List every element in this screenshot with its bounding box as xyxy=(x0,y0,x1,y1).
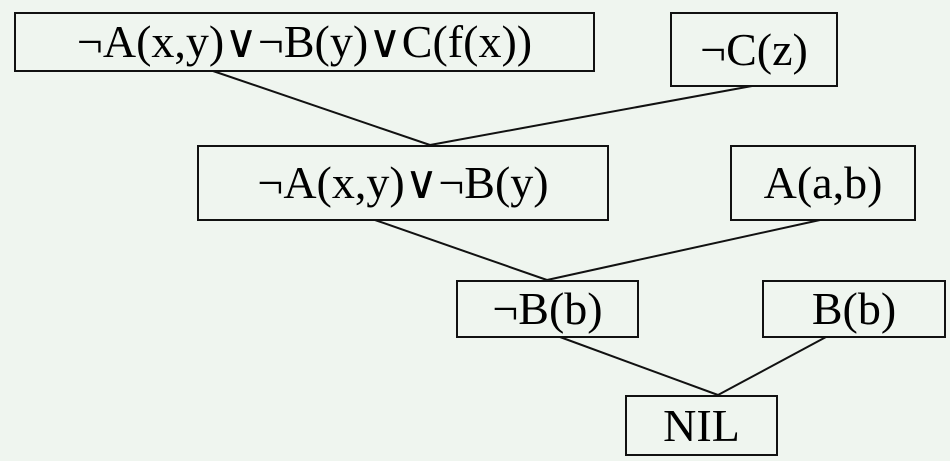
resolvent-node: ¬A(x,y)∨¬B(y) xyxy=(197,145,609,221)
nil-node: NIL xyxy=(625,395,778,456)
edge-c3-r2 xyxy=(546,219,821,281)
edge-c4-nil xyxy=(717,336,827,396)
clause-node: A(a,b) xyxy=(730,145,916,221)
clause-node: B(b) xyxy=(762,280,946,338)
clause-node: ¬A(x,y)∨¬B(y)∨C(f(x)) xyxy=(14,12,595,72)
edge-r1-r2 xyxy=(374,219,548,281)
edge-c1-r1 xyxy=(212,70,431,146)
edge-r2-nil xyxy=(559,336,719,396)
clause-node: ¬C(z) xyxy=(670,12,838,87)
resolvent-node: ¬B(b) xyxy=(456,280,639,338)
edge-c2-r1 xyxy=(429,85,753,146)
